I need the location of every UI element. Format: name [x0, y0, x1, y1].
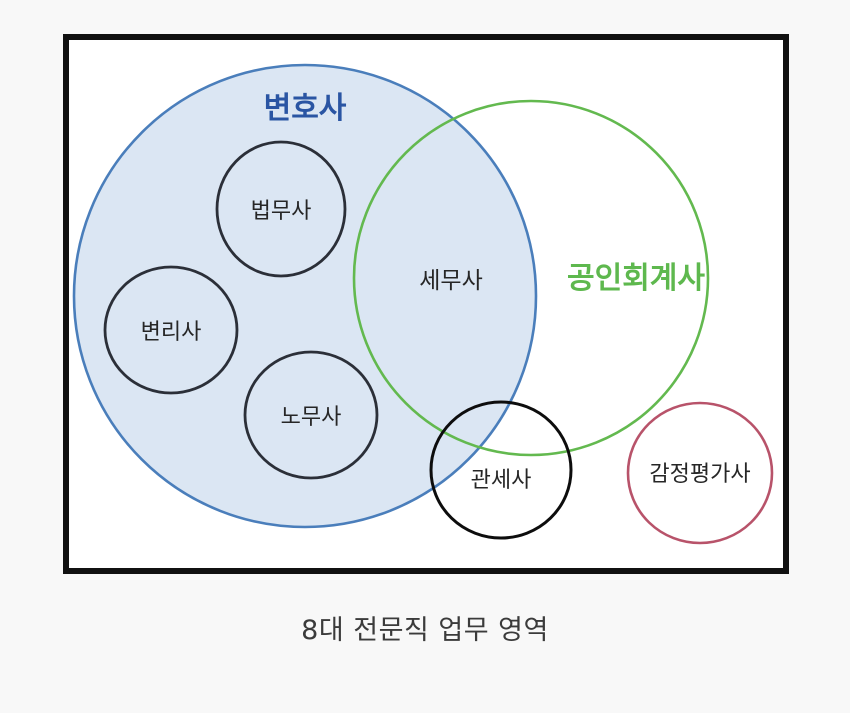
set-label-gongin-hoegyesa: 공인회계사	[567, 261, 705, 296]
set-label-gwanseisa: 관세사	[471, 468, 532, 493]
set-label-beopmusa: 법무사	[251, 199, 312, 224]
region-label-semusa: 세무사	[419, 268, 482, 294]
set-label-nomusa: 노무사	[281, 405, 342, 430]
set-circle-nomusa[interactable]	[243, 350, 379, 480]
diagram-frame	[63, 34, 789, 574]
set-label-byeonrisa: 변리사	[141, 320, 202, 345]
set-circle-beopmusa[interactable]	[215, 140, 347, 278]
set-label-byeonhosa: 변호사	[264, 91, 347, 126]
set-circle-gongin-hoegyesa[interactable]	[352, 99, 710, 457]
set-label-gamjeongpyeonggasa: 감정평가사	[649, 462, 750, 487]
set-circle-gamjeongpyeonggasa[interactable]	[626, 401, 774, 545]
set-circle-byeonrisa[interactable]	[103, 265, 239, 395]
set-circle-byeonhosa[interactable]	[72, 63, 538, 529]
set-circle-gwanseisa[interactable]	[429, 400, 573, 540]
figure-caption: 8대 전문직 업무 영역	[301, 615, 549, 646]
